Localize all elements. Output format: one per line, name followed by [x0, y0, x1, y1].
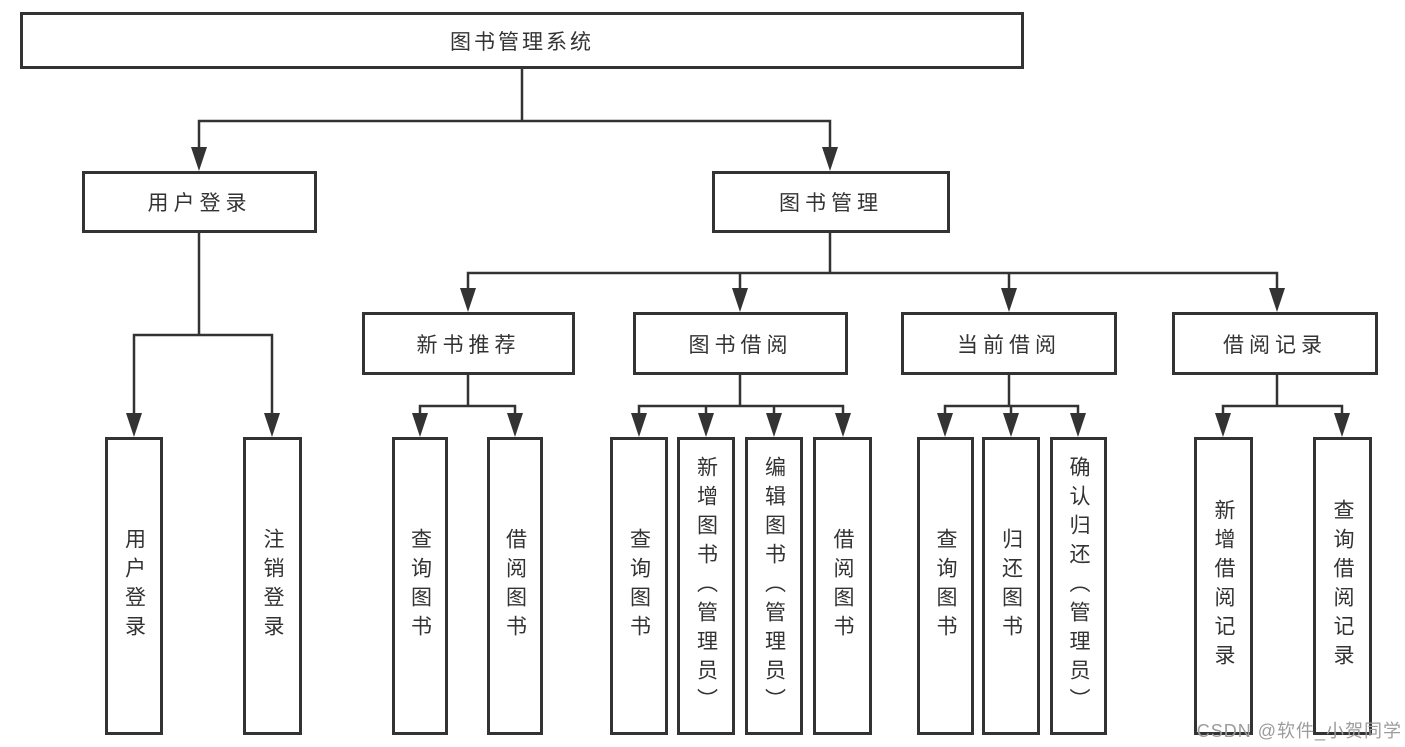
edges-borrow-record: [1215, 373, 1350, 437]
node-book-management-label: 图书管理: [779, 192, 883, 215]
leaf-query-book-current-label: 查询图书: [934, 528, 957, 644]
leaf-add-book-admin-label: 新增图书（管理员）: [694, 455, 718, 717]
leaf-edit-book-admin: 编辑图书（管理员）: [745, 437, 803, 735]
leaf-logout-label: 注销登录: [261, 528, 284, 644]
leaf-confirm-return-admin: 确认归还（管理员）: [1050, 437, 1107, 735]
edges-root: [191, 67, 838, 171]
edges-current-borrow: [937, 373, 1086, 437]
node-book-borrow: 图书借阅: [633, 312, 848, 375]
leaf-confirm-return-admin-label: 确认归还（管理员）: [1067, 455, 1090, 717]
leaf-query-book-recommend-label: 查询图书: [408, 528, 432, 644]
node-current-borrow-label: 当前借阅: [957, 333, 1061, 357]
leaf-add-book-admin: 新增图书（管理员）: [677, 437, 735, 735]
leaf-query-book-borrow: 查询图书: [610, 437, 668, 735]
leaf-return-book-label: 归还图书: [999, 528, 1023, 644]
node-root-label: 图书管理系统: [450, 30, 594, 54]
node-user-login-label: 用户登录: [147, 192, 252, 215]
leaf-query-borrow-record: 查询借阅记录: [1313, 437, 1372, 735]
edges-new-book-recommend: [412, 373, 523, 437]
leaf-edit-book-admin-label: 编辑图书（管理员）: [762, 455, 786, 717]
leaf-query-book-current: 查询图书: [917, 437, 974, 735]
leaf-borrow-book-recommend-label: 借阅图书: [503, 528, 527, 644]
node-borrow-record-label: 借阅记录: [1223, 333, 1327, 357]
leaf-logout: 注销登录: [243, 437, 302, 735]
node-new-book-recommend: 新书推荐: [362, 312, 575, 375]
node-book-borrow-label: 图书借阅: [688, 333, 793, 357]
node-user-login: 用户登录: [82, 171, 317, 233]
node-root: 图书管理系统: [20, 12, 1024, 69]
edges-book-borrow: [631, 373, 851, 437]
leaf-user-login-label: 用户登录: [122, 528, 146, 644]
node-new-book-recommend-label: 新书推荐: [416, 333, 521, 357]
node-borrow-record: 借阅记录: [1172, 312, 1378, 375]
leaf-return-book: 归还图书: [982, 437, 1040, 735]
node-book-management: 图书管理: [712, 171, 950, 233]
leaf-query-book-recommend: 查询图书: [392, 437, 448, 735]
watermark-text: CSDN @软件_小贺同学: [1196, 721, 1402, 741]
leaf-add-borrow-record: 新增借阅记录: [1194, 437, 1253, 735]
leaf-borrow-book-recommend: 借阅图书: [487, 437, 543, 735]
leaf-borrow-book-label: 借阅图书: [831, 528, 854, 644]
leaf-user-login: 用户登录: [105, 437, 163, 735]
leaf-add-borrow-record-label: 新增借阅记录: [1212, 499, 1235, 673]
edges-book-management: [460, 231, 1285, 312]
edges-user-login: [126, 231, 280, 437]
leaf-query-borrow-record-label: 查询借阅记录: [1331, 499, 1354, 673]
leaf-borrow-book: 借阅图书: [813, 437, 872, 735]
node-current-borrow: 当前借阅: [901, 312, 1117, 375]
leaf-query-book-borrow-label: 查询图书: [627, 528, 651, 644]
